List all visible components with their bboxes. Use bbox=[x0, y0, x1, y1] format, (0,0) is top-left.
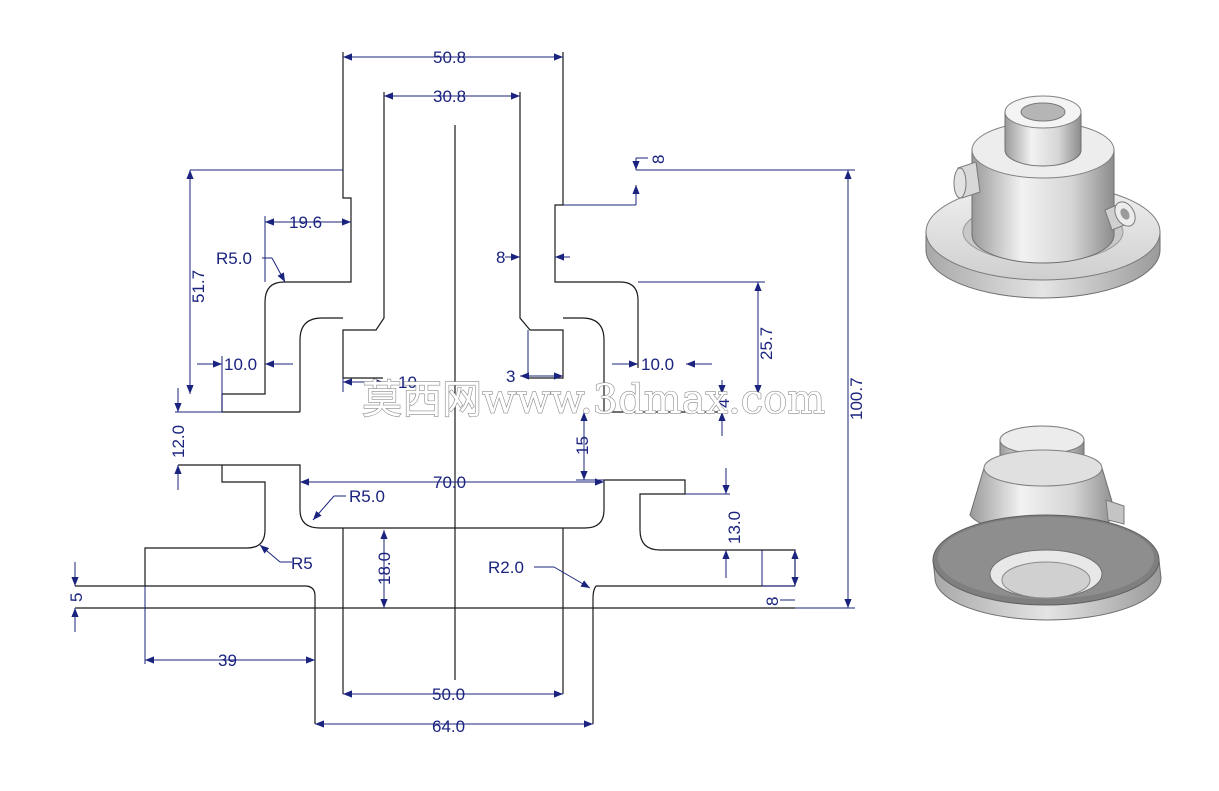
dim-fillet-top-left: R5.0 bbox=[216, 249, 252, 268]
dim-flange-5: 5 bbox=[67, 593, 86, 602]
dim-bore-50: 50.0 bbox=[432, 685, 465, 704]
isometric-view-bottom bbox=[932, 425, 1162, 621]
dim-wall: 8 bbox=[496, 248, 505, 267]
dim-slot-3: 3 bbox=[506, 367, 515, 386]
dim-gap-12: 12.0 bbox=[169, 425, 188, 458]
dim-height-18: 18.0 bbox=[375, 552, 394, 585]
dim-base-64: 64.0 bbox=[432, 717, 465, 736]
dim-right-small: 4 bbox=[714, 399, 733, 408]
dim-fillet-r2: R2.0 bbox=[488, 558, 524, 577]
dim-thickness-top: 8 bbox=[649, 155, 668, 164]
dim-gap-15: 15 bbox=[573, 436, 592, 455]
dim-flange-8: 8 bbox=[763, 597, 782, 606]
isometric-view-top bbox=[925, 95, 1161, 299]
dim-slot-10: 10 bbox=[398, 373, 417, 392]
dim-left-height: 51.7 bbox=[189, 270, 208, 303]
dimensions: 50.8 30.8 19.6 R5.0 51.7 10.0 10 3 bbox=[67, 48, 866, 736]
dim-fillet-mid: R5.0 bbox=[349, 487, 385, 506]
dim-height-13: 13.0 bbox=[725, 511, 744, 544]
base-outline bbox=[75, 528, 795, 724]
dim-right-height: 25.7 bbox=[757, 327, 776, 360]
dim-top-width-inner: 30.8 bbox=[433, 87, 466, 106]
leader-r5-arrow bbox=[259, 544, 281, 563]
watermark: 莫西网www.3dmax.com bbox=[362, 377, 825, 423]
dim-fillet-r5: R5 bbox=[291, 554, 313, 573]
dim-offset-39: 39 bbox=[218, 651, 237, 670]
dim-step-width: 19.6 bbox=[289, 213, 322, 232]
upper-body-outline bbox=[222, 52, 639, 412]
dim-top-width-outer: 50.8 bbox=[433, 48, 466, 67]
leader-r5-top-arrow bbox=[271, 257, 286, 283]
leader-r5-mid-arrow bbox=[312, 495, 335, 521]
dim-width-70: 70.0 bbox=[433, 473, 466, 492]
dim-pocket-right: 10.0 bbox=[641, 355, 674, 374]
dim-total-height: 100.7 bbox=[847, 377, 866, 420]
leader-r2-arrow bbox=[553, 566, 591, 589]
dim-pocket-left: 10.0 bbox=[224, 355, 257, 374]
